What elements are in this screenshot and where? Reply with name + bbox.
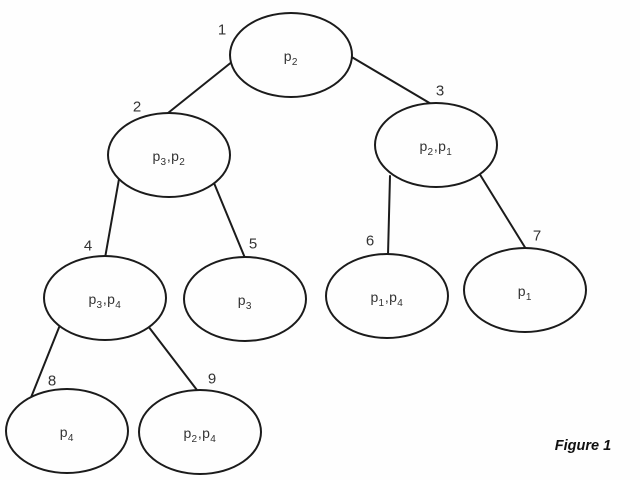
node-number-2: 2 — [132, 98, 142, 116]
node-number-3: 3 — [435, 82, 445, 100]
tree-edge-1-2 — [167, 60, 234, 114]
node-number-4: 4 — [83, 237, 93, 255]
tree-node-3: p2,p1 — [374, 102, 498, 188]
figure-caption: Figure 1 — [554, 438, 612, 454]
node-label: p4 — [59, 423, 74, 444]
node-label: p2,p4 — [183, 424, 217, 445]
node-number-8: 8 — [47, 372, 57, 390]
tree-edge-2-5 — [213, 182, 246, 259]
tree-node-1: p2 — [229, 12, 353, 98]
tree-edge-4-8 — [29, 324, 61, 401]
node-label: p2,p1 — [419, 137, 453, 158]
tree-node-9: p2,p4 — [138, 389, 262, 475]
tree-edge-1-3 — [349, 55, 439, 109]
tree-node-6: p1,p4 — [325, 253, 449, 339]
node-label: p1 — [517, 282, 532, 303]
node-number-5: 5 — [248, 235, 258, 253]
node-number-7: 7 — [532, 227, 542, 245]
node-number-1: 1 — [217, 21, 227, 39]
node-label: p3 — [237, 291, 252, 312]
tree-node-2: p3,p2 — [107, 112, 231, 198]
node-label: p1,p4 — [370, 288, 404, 309]
node-label: p3,p4 — [88, 290, 122, 311]
node-number-9: 9 — [207, 370, 217, 388]
tree-edge-3-6 — [387, 175, 391, 256]
node-number-6: 6 — [365, 232, 375, 250]
tree-node-4: p3,p4 — [43, 255, 167, 341]
tree-node-5: p3 — [183, 256, 307, 342]
node-label: p2 — [283, 47, 298, 68]
tree-node-8: p4 — [5, 388, 129, 474]
tree-edge-3-7 — [478, 172, 527, 250]
tree-edge-4-9 — [147, 325, 201, 395]
tree-node-7: p1 — [463, 247, 587, 333]
node-label: p3,p2 — [152, 147, 186, 168]
tree-edge-2-4 — [104, 178, 120, 259]
